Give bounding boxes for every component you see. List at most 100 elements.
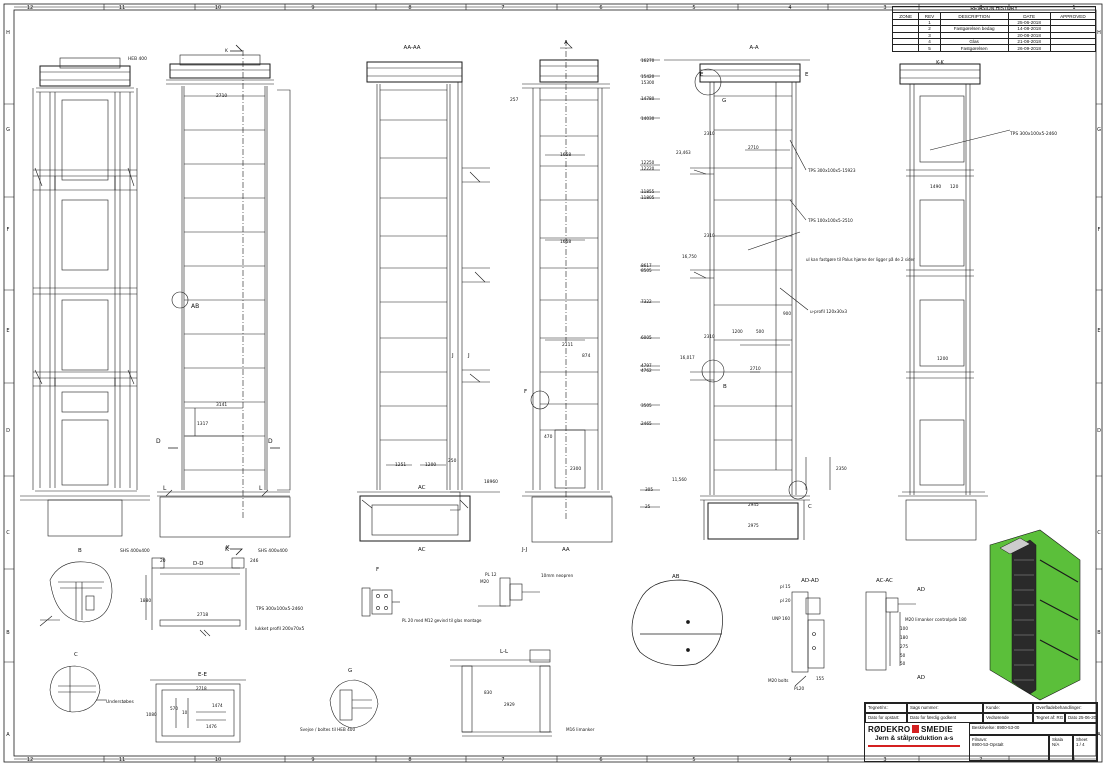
detail-title: C [74,652,78,658]
logo-badge-icon [912,725,919,733]
detail-marker: B [723,384,727,390]
title-field-label: Skala [1052,737,1063,742]
detail-marker: C [808,504,812,510]
dim-label: 570 [170,706,178,711]
elevation-label: 8617 [641,263,652,268]
title-field-label: Sheet [1076,737,1088,742]
revision-cell [1049,25,1097,33]
section-view-kk [898,63,1011,541]
dim-label: 120 [950,184,959,190]
zone-label-side: C [6,530,10,536]
detail-title: AB [672,574,680,580]
zone-label-bottom: 11 [119,757,125,763]
zone-label-side: H [6,30,10,36]
annotation: pl 20 [780,598,791,603]
elevation-label: 8505 [641,268,652,273]
company-logo: RØDEKRO SMEDIE Jern & stålproduktion a-s [868,725,960,751]
title-field: Kunde: [983,703,1033,713]
elevation-label: 305 [645,487,653,492]
elevation-label: 4797 [641,363,652,368]
revision-row: 1 25-06-2018 [891,18,1097,27]
company-name-2: SMEDIE [921,725,953,734]
section-marker: AD [917,675,925,681]
detail-title: AD-AD [801,578,819,584]
annotation: 10mm neopren [541,573,573,578]
section-marker: J [467,353,470,359]
revision-cell [1049,44,1097,52]
dim-label: 50 [900,653,906,658]
title-field-label: Filnavn: [972,737,988,742]
dim-label: 23,463 [676,150,691,155]
dim-label: 2310 [704,233,715,238]
zone-label-bottom: 8 [408,757,411,763]
annotation: ul kan fastgøre til Palus hjørne der lig… [806,257,915,262]
zone-label-top: 10 [215,5,221,11]
detail-marker: F [524,389,527,395]
dim-label: 50 [900,661,906,666]
dim-label: 257 [510,97,519,103]
elevation-view-1 [20,57,150,537]
zone-label-side: G [6,127,10,133]
annotation: Svejse / boltes til HEB 400 [300,727,355,732]
revision-cell: 26-09-2018 [1007,44,1051,52]
section-marker: L [259,485,263,492]
annotation: M20 bolts [768,678,788,683]
title-field-value: 1 / 4 [1076,742,1085,747]
zone-label-top: 3 [883,5,886,11]
dim-label: 2310 [704,131,715,136]
zone-label-side: E [6,328,9,334]
title-field: Dato 25-06-2018 [1065,713,1097,723]
section-view-jj [522,40,613,543]
section-marker: AC [418,547,426,553]
detail-dd [145,557,247,637]
dim-label: 2945 [748,502,759,507]
zone-label-side: C [1097,530,1101,536]
detail-b [39,561,113,627]
section-view-aa-main [640,59,831,540]
elevation-label: 15300 [641,80,655,85]
title-field-value: N/A [1052,742,1060,747]
dim-label: 2300 [570,466,581,472]
annotation: pl 15 [780,584,791,589]
revision-cell: 5 [918,44,941,52]
zone-label-bottom: 12 [27,757,33,763]
dim-label: 2975 [748,523,759,528]
zone-label-bottom: 3 [883,757,886,763]
detail-marker: E [700,72,704,78]
zone-label-side: E [1097,328,1100,334]
annotation: u-profil 120x30x3 [810,309,847,314]
section-marker: AD [917,587,925,593]
section-marker: D [156,438,161,445]
dim-label: 250 [448,458,457,464]
annotation: M20 [480,579,489,584]
zone-label-top: 6 [599,5,602,11]
annotation: TPS 100x100x5-2510 [807,218,853,223]
zone-label-top: 12 [27,5,33,11]
annotation: PL20 [794,686,805,691]
dim-label: 2310 [704,334,715,339]
dim-label: 2718 [196,686,207,691]
detail-title: B [78,548,82,554]
zone-label-side: F [1098,227,1101,233]
detail-ll [450,649,552,737]
title-field-value: 8900-53-Opstalt [972,742,1004,747]
zone-label-side: H [1097,30,1101,36]
section-marker: K [225,48,228,54]
section-view-aa [357,61,500,542]
title-field: Vedrørende [983,713,1033,723]
dim-label: 874 [582,353,591,359]
zone-label-top: 5 [692,5,695,11]
elevation-label: 25 [645,504,651,509]
title-field: Sags nummer: [907,703,983,713]
zone-label-bottom: 7 [501,757,504,763]
elevation-label: 11855 [641,189,655,194]
revision-cell [1049,18,1097,27]
zone-label-bottom: 6 [599,757,602,763]
dim-label: 1200 [425,462,436,468]
elevation-label: 12220 [641,166,655,171]
detail-title: L-L [500,649,509,655]
elevation-label: 7322 [641,299,652,304]
